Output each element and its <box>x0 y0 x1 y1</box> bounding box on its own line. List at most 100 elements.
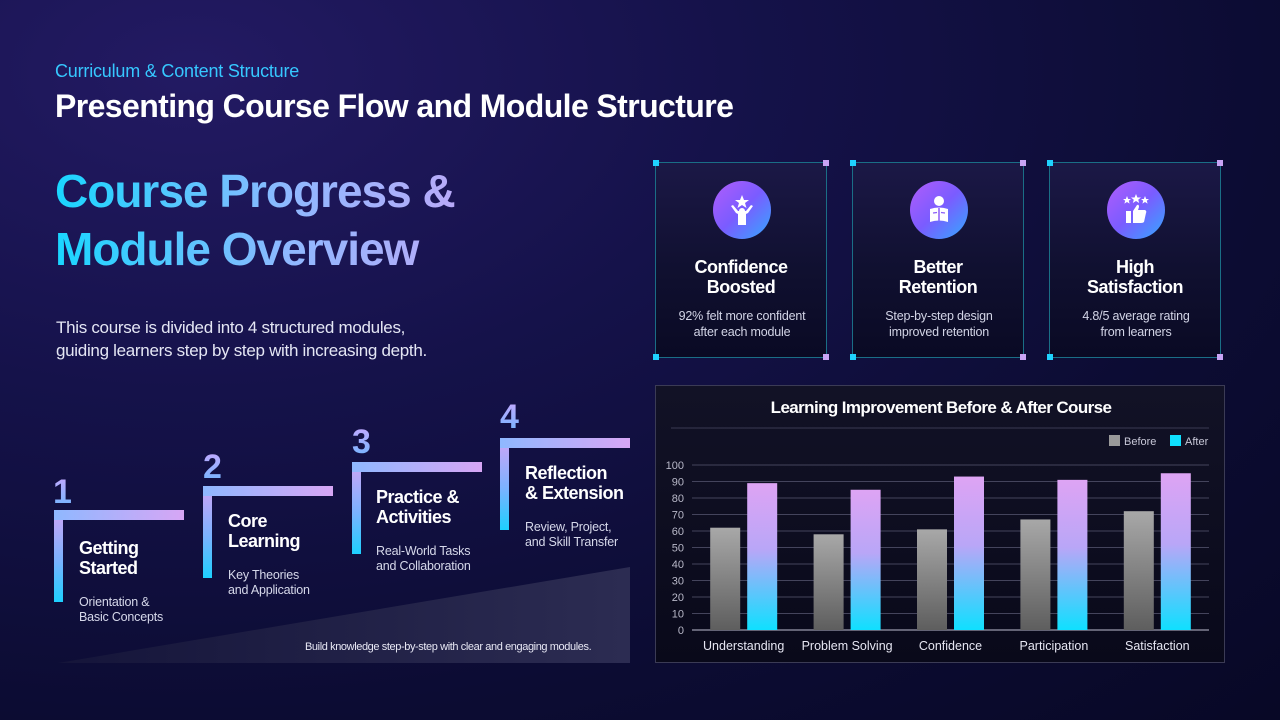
y-tick-label: 30 <box>672 576 684 588</box>
card-desc-line2: from learners <box>1100 325 1172 339</box>
x-tick-label: Confidence <box>919 639 982 653</box>
kicker: Curriculum & Content Structure <box>55 61 300 81</box>
hero-heading-line1: Course Progress & <box>55 165 455 217</box>
x-tick-label: Satisfaction <box>1125 639 1190 653</box>
thumbs-up-stars-icon <box>1107 181 1165 239</box>
card-description: Step-by-step design improved retention <box>861 308 1017 340</box>
legend-swatch <box>1170 435 1181 446</box>
card-confidence: Confidence Boosted 92% felt more confide… <box>653 160 829 360</box>
step-number: 4 <box>500 398 519 436</box>
card-satisfaction: High Satisfaction 4.8/5 average rating f… <box>1047 160 1223 360</box>
step-desc-line1: Key Theories <box>228 568 300 582</box>
card-title: Confidence Boosted <box>656 257 826 297</box>
step-description: Orientation & Basic Concepts <box>79 595 209 625</box>
step-desc-line1: Review, Project, <box>525 520 612 534</box>
achievement-star-person-icon <box>713 181 771 239</box>
card-title: High Satisfaction <box>1050 257 1220 297</box>
step-name: Core Learning <box>228 511 358 551</box>
step-vertical-bar <box>352 462 361 554</box>
step-number: 3 <box>352 423 371 461</box>
corner-marker <box>1020 160 1026 166</box>
step-name-line2: Activities <box>376 507 452 527</box>
card-title-line1: High <box>1116 257 1155 277</box>
corner-marker <box>1217 354 1223 360</box>
y-tick-label: 20 <box>672 592 684 604</box>
bar-after <box>747 483 778 630</box>
step-desc-line2: Basic Concepts <box>79 610 164 624</box>
step-horizontal-bar <box>500 438 630 448</box>
y-tick-label: 80 <box>672 493 684 505</box>
card-description: 92% felt more confident after each modul… <box>664 308 820 340</box>
step-name: Reflection & Extension <box>525 463 655 503</box>
corner-marker <box>850 354 856 360</box>
intro-line1: This course is divided into 4 structured… <box>56 318 406 337</box>
page-title: Presenting Course Flow and Module Struct… <box>55 88 734 124</box>
step-number: 1 <box>53 473 72 511</box>
card-desc-line1: Step-by-step design <box>885 309 993 323</box>
x-tick-label: Understanding <box>703 639 784 653</box>
intro-text: This course is divided into 4 structured… <box>56 316 496 362</box>
step-description: Real-World Tasks and Collaboration <box>376 544 506 574</box>
progress-ramp <box>58 567 630 663</box>
y-tick-label: 100 <box>666 460 684 472</box>
corner-marker <box>1217 160 1223 166</box>
y-tick-label: 90 <box>672 477 684 489</box>
bar-before <box>917 529 947 630</box>
legend-swatch <box>1109 435 1120 446</box>
ramp-caption: Build knowledge step-by-step with clear … <box>305 641 592 653</box>
step-horizontal-bar <box>352 462 482 472</box>
chart-panel: Learning Improvement Before & After Cour… <box>655 385 1225 663</box>
step-description: Key Theories and Application <box>228 568 358 598</box>
step-name-line2: Learning <box>228 531 301 551</box>
hero-heading: Course Progress & Module Overview <box>55 162 575 278</box>
legend-label: After <box>1185 436 1209 448</box>
reading-person-icon <box>910 181 968 239</box>
bar-before <box>1123 511 1154 630</box>
hero-heading-line2: Module Overview <box>55 223 419 275</box>
bar-after <box>954 476 984 630</box>
corner-marker <box>823 160 829 166</box>
card-desc-line2: improved retention <box>889 325 989 339</box>
chart-title: Learning Improvement Before & After Cour… <box>771 398 1112 417</box>
corner-marker <box>653 160 659 166</box>
card-title-line1: Better <box>913 257 963 277</box>
intro-line2: guiding learners step by step with incre… <box>56 341 427 360</box>
y-tick-label: 70 <box>672 510 684 522</box>
card-desc-line1: 4.8/5 average rating <box>1082 309 1190 323</box>
card-desc-line1: 92% felt more confident <box>678 309 806 323</box>
step-number: 2 <box>203 448 222 486</box>
bar-before <box>710 527 741 630</box>
y-tick-label: 0 <box>678 625 684 637</box>
step-name: Getting Started <box>79 538 209 578</box>
bar-after <box>1160 473 1191 630</box>
step-name-line1: Reflection <box>525 463 608 483</box>
bar-before <box>813 534 844 630</box>
step-desc-line1: Real-World Tasks <box>376 544 471 558</box>
legend-label: Before <box>1124 436 1156 448</box>
corner-marker <box>1047 160 1053 166</box>
bar-before <box>1020 519 1051 630</box>
step-description: Review, Project, and Skill Transfer <box>525 520 655 550</box>
card-title-line2: Boosted <box>706 277 776 297</box>
corner-marker <box>1020 354 1026 360</box>
step-desc-line2: and Application <box>228 583 310 597</box>
step-vertical-bar <box>500 438 509 530</box>
step-vertical-bar <box>54 510 63 602</box>
step-horizontal-bar <box>203 486 333 496</box>
chart-bars <box>710 473 1191 630</box>
step-name-line1: Getting <box>79 538 139 558</box>
chart-legend: Before After <box>1109 435 1209 448</box>
card-title-line2: Retention <box>898 277 978 297</box>
card-title: Better Retention <box>853 257 1023 297</box>
step-name-line2: Started <box>79 558 138 578</box>
step-desc-line1: Orientation & <box>79 595 150 609</box>
step-desc-line2: and Skill Transfer <box>525 535 618 549</box>
step-name-line2: & Extension <box>525 483 624 503</box>
x-tick-label: Problem Solving <box>802 639 893 653</box>
bar-after <box>1057 479 1088 630</box>
step-name: Practice & Activities <box>376 487 506 527</box>
card-title-line2: Satisfaction <box>1086 277 1184 297</box>
card-retention: Better Retention Step-by-step design imp… <box>850 160 1026 360</box>
card-description: 4.8/5 average rating from learners <box>1058 308 1214 340</box>
